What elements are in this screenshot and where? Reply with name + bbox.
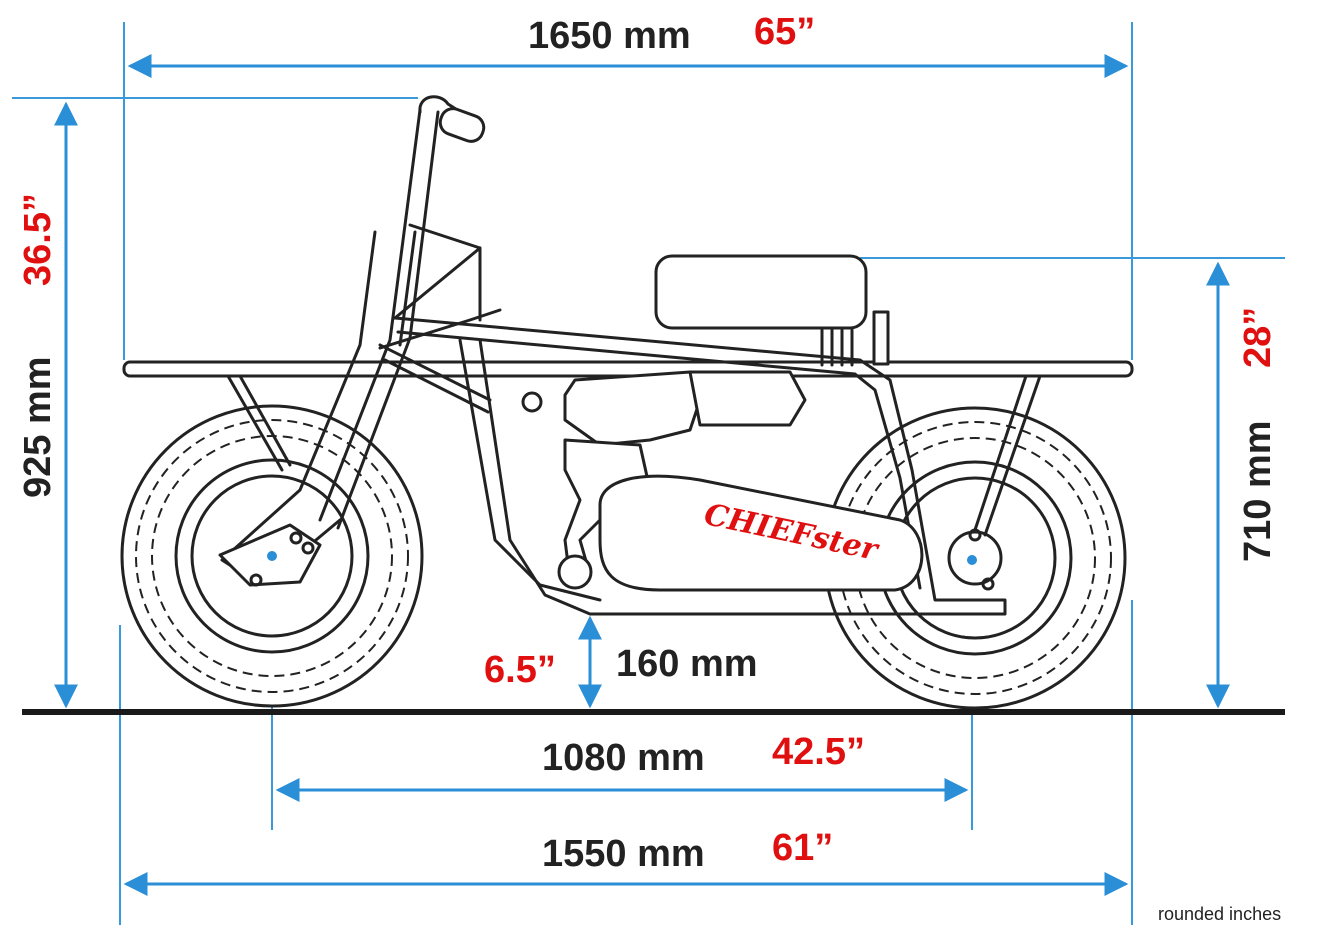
wheelbase-label: 1080 mm 42.5” <box>542 731 865 779</box>
seat <box>654 254 890 367</box>
overall-height-mm: 925 mm <box>17 356 59 498</box>
rear-axle-marker <box>967 555 977 565</box>
rack-bar <box>122 360 1134 378</box>
ground-clearance-inches: 6.5” <box>484 649 556 691</box>
ground-clearance-mm: 160 mm <box>616 643 758 685</box>
overall-length-label: 1650 mm 65” <box>528 11 815 57</box>
overall-length-mm: 1650 mm <box>528 15 691 57</box>
front-axle-marker <box>267 551 277 561</box>
engine <box>563 370 807 582</box>
seat-height-inches: 28” <box>1237 307 1279 368</box>
overall-length-inches: 65” <box>754 11 815 53</box>
ground-clearance-label: 6.5” 160 mm <box>484 643 758 691</box>
minibike-illustration <box>120 95 1134 710</box>
chain-cover <box>557 474 924 592</box>
dimension-lines <box>54 54 1230 896</box>
seat-height-mm: 710 mm <box>1237 420 1279 562</box>
track-length-inches: 61” <box>772 827 833 869</box>
track-length-label: 1550 mm 61” <box>542 827 833 875</box>
overall-height-inches: 36.5” <box>17 193 59 286</box>
seat-height-label: 710 mm 28” <box>1237 307 1279 562</box>
wheelbase-inches: 42.5” <box>772 731 865 773</box>
wheelbase-mm: 1080 mm <box>542 737 705 779</box>
overall-height-label: 925 mm 36.5” <box>17 193 59 498</box>
track-length-mm: 1550 mm <box>542 833 705 875</box>
rounded-inches-note: rounded inches <box>1158 904 1281 924</box>
